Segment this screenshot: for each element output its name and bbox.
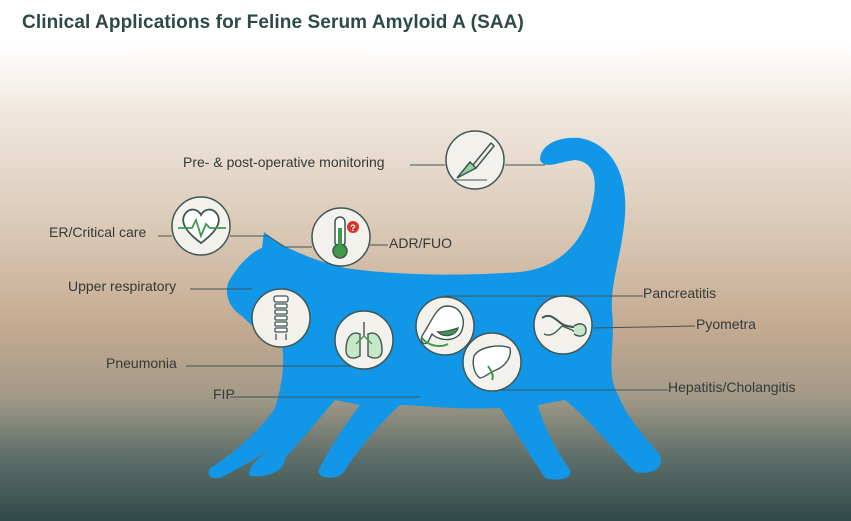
label-pyometra: Pyometra (696, 316, 756, 332)
label-preop: Pre- & post-operative monitoring (183, 154, 385, 170)
scalpel-icon (455, 141, 496, 181)
label-pneumonia: Pneumonia (106, 355, 177, 371)
uterus-icon (541, 314, 587, 337)
svg-text:?: ? (350, 223, 356, 233)
diagram-title: Clinical Applications for Feline Serum A… (22, 12, 524, 33)
label-adr: ADR/FUO (389, 235, 452, 251)
lungs-icon (345, 322, 383, 359)
label-er: ER/Critical care (49, 224, 147, 240)
label-pancreatitis: Pancreatitis (643, 285, 717, 301)
pneumonia-circle (334, 310, 394, 370)
leader-pyometra (593, 325, 696, 329)
label-fip: FIP (213, 386, 235, 402)
trachea-icon (273, 295, 289, 340)
heart-monitor-icon (178, 208, 226, 245)
label-upper-resp: Upper respiratory (68, 278, 177, 294)
label-hepatitis: Hepatitis/Cholangitis (668, 379, 796, 395)
liver-icon (472, 345, 512, 381)
stomach-pancreas-icon (420, 305, 464, 347)
leader-er-right (230, 235, 312, 248)
thermometer-question-icon: ? (332, 216, 359, 259)
